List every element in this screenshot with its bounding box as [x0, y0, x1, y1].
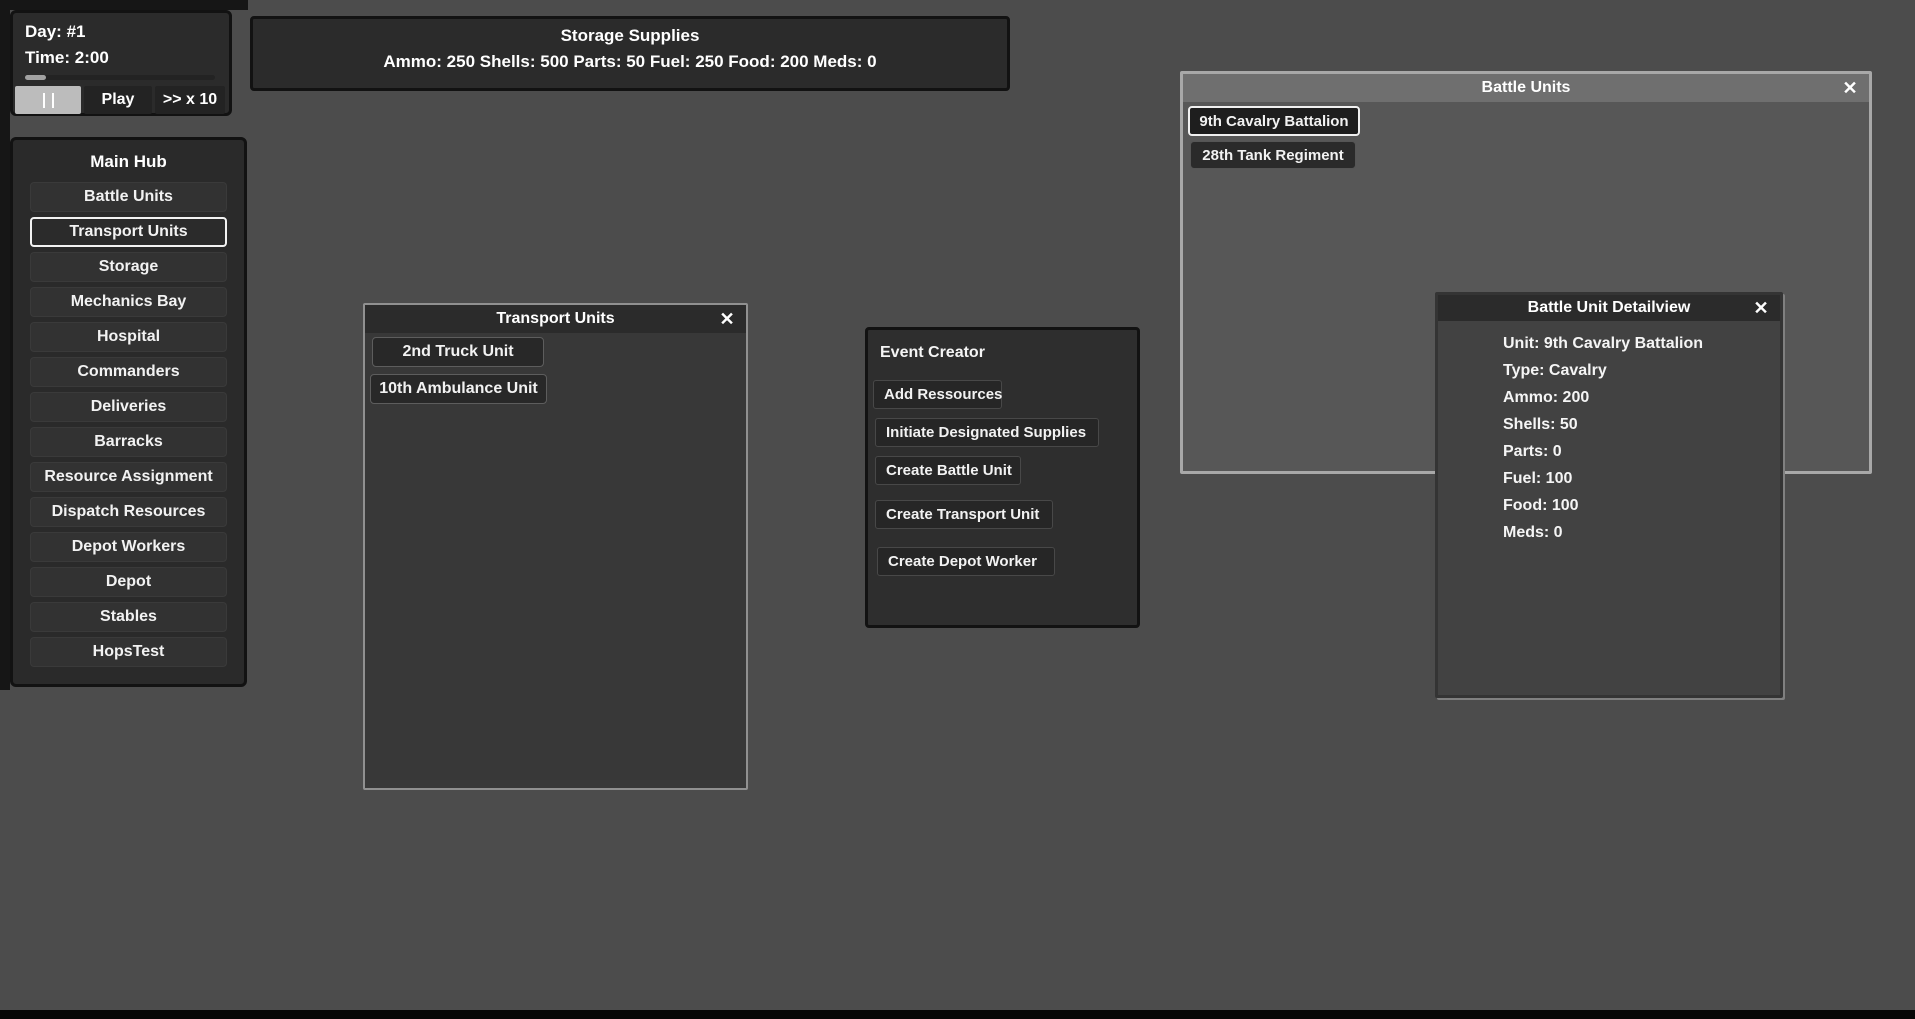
time-label: Time: 2:00 — [25, 48, 109, 67]
create-battle-unit-button[interactable]: Create Battle Unit — [875, 456, 1021, 485]
day-progress-bar — [25, 75, 215, 80]
sidebar-item-hopstest[interactable]: HopsTest — [30, 637, 227, 667]
detailview-title: Battle Unit Detailview — [1527, 299, 1691, 316]
add-ressources-button[interactable]: Add Ressources — [873, 380, 1002, 409]
main-hub-sidebar: Main Hub Battle Units Transport Units St… — [10, 137, 247, 687]
sidebar-item-commanders[interactable]: Commanders — [30, 357, 227, 387]
sidebar-item-barracks[interactable]: Barracks — [30, 427, 227, 457]
transport-unit-2nd-truck-unit[interactable]: 2nd Truck Unit — [372, 337, 544, 367]
screen-edge-left — [0, 0, 10, 690]
stat-shells: Shells: 50 — [1503, 416, 1578, 433]
sidebar-list: Battle Units Transport Units Storage Mec… — [30, 182, 227, 667]
close-icon[interactable]: ✕ — [719, 309, 735, 329]
storage-supplies-panel: Storage Supplies Ammo: 250 Shells: 500 P… — [250, 16, 1010, 91]
event-creator-panel: Event Creator Add Ressources Initiate De… — [865, 327, 1140, 628]
sidebar-item-resource-assignment[interactable]: Resource Assignment — [30, 462, 227, 492]
time-panel: Day: #1 Time: 2:00 Play >> x 10 — [10, 10, 232, 116]
stat-fuel: Fuel: 100 — [1503, 470, 1573, 487]
create-depot-worker-button[interactable]: Create Depot Worker — [877, 547, 1055, 576]
fast-forward-button[interactable]: >> x 10 — [155, 86, 225, 114]
time-controls: Play >> x 10 — [15, 86, 225, 114]
detailview-body: Unit: 9th Cavalry Battalion Type: Cavalr… — [1438, 321, 1780, 695]
sidebar-item-deliveries[interactable]: Deliveries — [30, 392, 227, 422]
battle-units-body: 9th Cavalry Battalion 28th Tank Regiment — [1183, 102, 1869, 471]
transport-units-window: Transport Units ✕ 2nd Truck Unit 10th Am… — [363, 303, 748, 790]
sidebar-item-transport-units[interactable]: Transport Units — [30, 217, 227, 247]
stat-unit: Unit: 9th Cavalry Battalion — [1503, 335, 1704, 352]
day-progress-fill — [25, 75, 46, 80]
transport-units-title: Transport Units — [496, 310, 615, 327]
sidebar-title: Main Hub — [90, 152, 167, 171]
battle-unit-28th-tank-regiment[interactable]: 28th Tank Regiment — [1190, 141, 1356, 169]
sidebar-item-stables[interactable]: Stables — [30, 602, 227, 632]
battle-unit-detailview-window: Battle Unit Detailview ✕ Unit: 9th Caval… — [1435, 292, 1783, 698]
pause-icon — [51, 92, 54, 108]
detailview-titlebar[interactable]: Battle Unit Detailview ✕ — [1438, 295, 1780, 321]
screen-edge-bottom — [0, 1010, 1915, 1019]
screen-edge-top — [0, 0, 248, 10]
initiate-designated-supplies-button[interactable]: Initiate Designated Supplies — [875, 418, 1099, 447]
event-creator-title: Event Creator — [880, 344, 985, 361]
stat-food: Food: 100 — [1503, 497, 1579, 514]
sidebar-item-depot[interactable]: Depot — [30, 567, 227, 597]
create-transport-unit-button[interactable]: Create Transport Unit — [875, 500, 1053, 529]
battle-unit-9th-cavalry-battalion[interactable]: 9th Cavalry Battalion — [1188, 106, 1360, 136]
close-icon[interactable]: ✕ — [1753, 298, 1769, 318]
day-label: Day: #1 — [25, 22, 86, 41]
transport-unit-10th-ambulance-unit[interactable]: 10th Ambulance Unit — [370, 374, 547, 404]
detailview-stats: Unit: 9th Cavalry Battalion Type: Cavalr… — [1503, 330, 1703, 546]
sidebar-item-depot-workers[interactable]: Depot Workers — [30, 532, 227, 562]
battle-units-titlebar[interactable]: Battle Units ✕ — [1183, 74, 1869, 102]
sidebar-item-storage[interactable]: Storage — [30, 252, 227, 282]
transport-units-body: 2nd Truck Unit 10th Ambulance Unit — [365, 333, 746, 788]
stat-type: Type: Cavalry — [1503, 362, 1607, 379]
play-button[interactable]: Play — [84, 86, 152, 114]
transport-units-titlebar[interactable]: Transport Units ✕ — [365, 305, 746, 333]
pause-button[interactable] — [15, 86, 81, 114]
stat-ammo: Ammo: 200 — [1503, 389, 1590, 406]
stat-parts: Parts: 0 — [1503, 443, 1562, 460]
close-icon[interactable]: ✕ — [1842, 78, 1858, 98]
sidebar-item-hospital[interactable]: Hospital — [30, 322, 227, 352]
storage-supplies-title: Storage Supplies — [560, 26, 700, 45]
storage-supplies-values: Ammo: 250 Shells: 500 Parts: 50 Fuel: 25… — [383, 52, 877, 71]
sidebar-item-battle-units[interactable]: Battle Units — [30, 182, 227, 212]
stat-meds: Meds: 0 — [1503, 524, 1563, 541]
battle-units-title: Battle Units — [1481, 79, 1571, 96]
sidebar-item-dispatch-resources[interactable]: Dispatch Resources — [30, 497, 227, 527]
pause-icon — [42, 92, 45, 108]
sidebar-item-mechanics-bay[interactable]: Mechanics Bay — [30, 287, 227, 317]
